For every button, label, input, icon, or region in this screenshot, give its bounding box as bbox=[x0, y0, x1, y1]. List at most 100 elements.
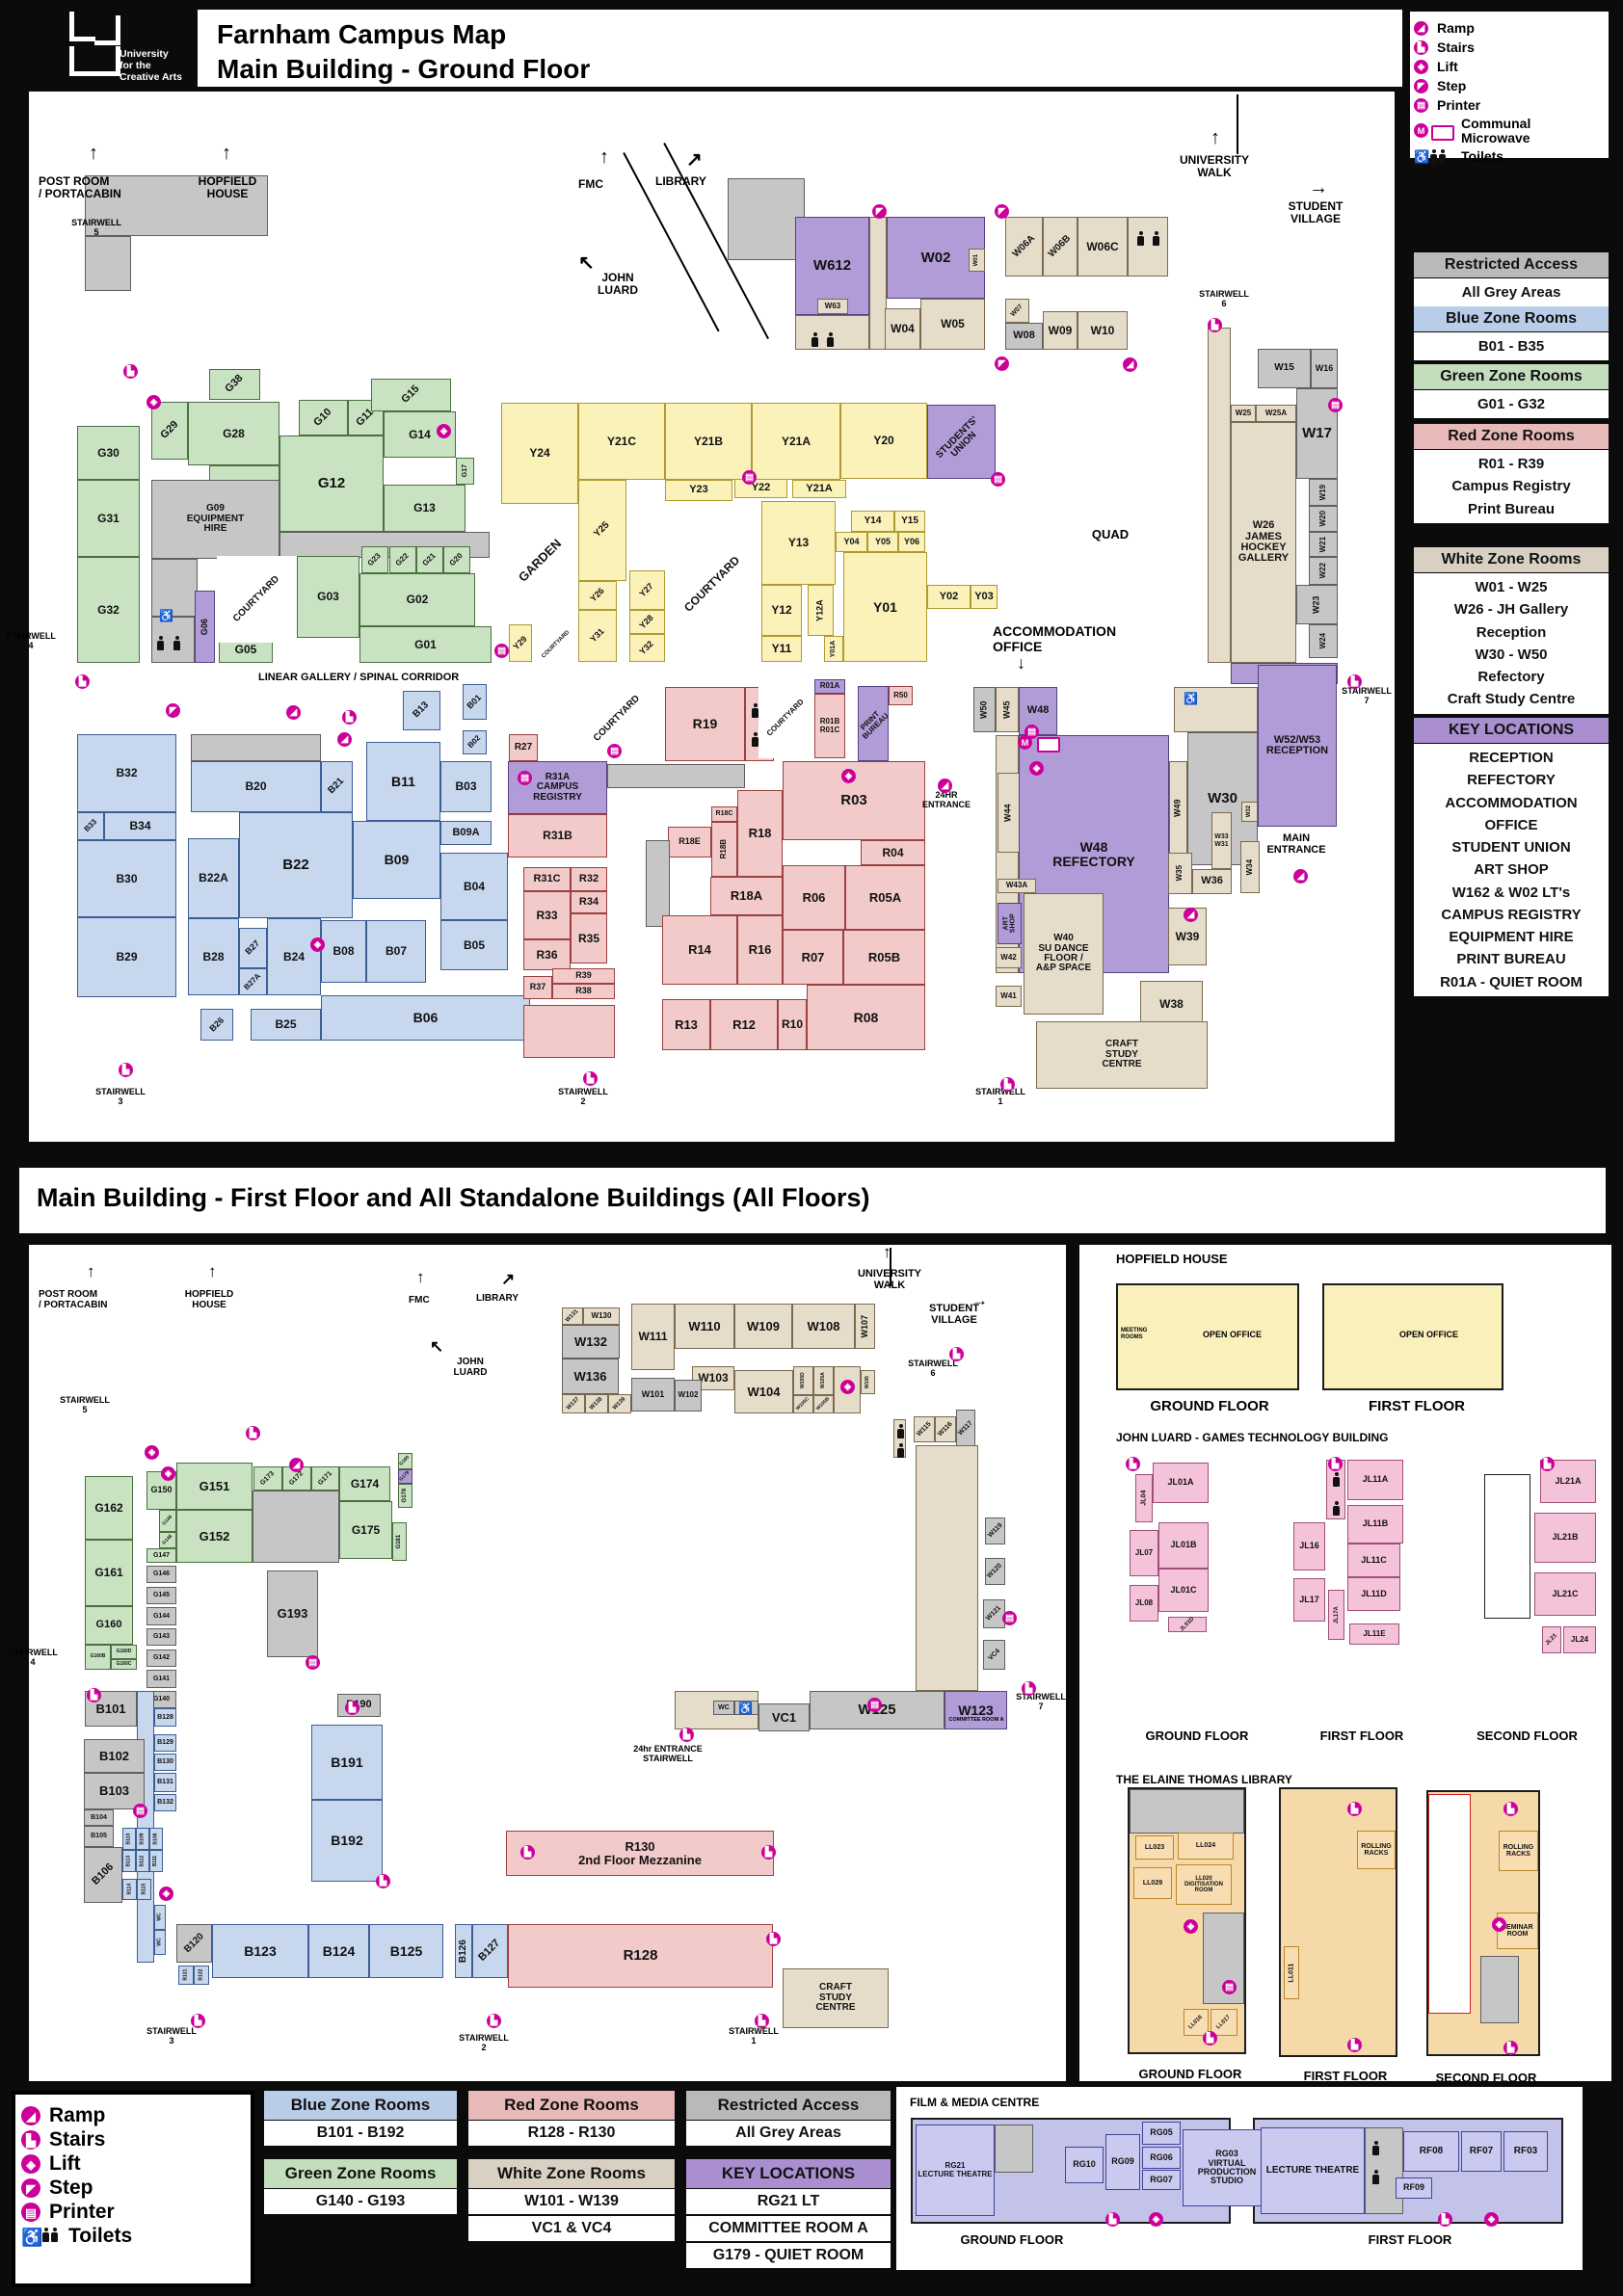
room-label: JL11D bbox=[1361, 1588, 1387, 1598]
stairs-icon: ▙ bbox=[246, 1426, 260, 1440]
room-label: Y27 bbox=[637, 580, 656, 599]
room-b109: B109 bbox=[136, 1828, 149, 1850]
legend-item-ramp: ◢Ramp bbox=[21, 2104, 245, 2126]
room-label: W105D bbox=[799, 1372, 806, 1389]
room-label: G22 bbox=[394, 551, 412, 568]
room-jl16: JL16 bbox=[1293, 1522, 1325, 1570]
printer-icon: ▤ bbox=[494, 644, 509, 658]
room-b113: B113 bbox=[122, 1850, 136, 1872]
sidebar-line: ART SHOP bbox=[1474, 861, 1549, 879]
room-label: B24 bbox=[282, 949, 305, 963]
room-label: W50 bbox=[978, 700, 989, 719]
room-w105b: W105B bbox=[813, 1395, 834, 1413]
room-jl24: JL24 bbox=[1563, 1626, 1596, 1653]
room-label: W130 bbox=[591, 1310, 612, 1320]
sidebar-line: Refectory bbox=[1477, 669, 1545, 685]
room-label: W06B bbox=[1046, 232, 1074, 260]
step-icon: ◤ bbox=[21, 2178, 40, 2199]
room-rf09: RF09 bbox=[1396, 2177, 1432, 2199]
room-w48: W48 bbox=[1019, 687, 1057, 735]
lift-icon: ◈ bbox=[21, 2154, 40, 2175]
room-r50: R50 bbox=[889, 686, 913, 705]
room-label: JL21C bbox=[1552, 1588, 1579, 1598]
room-label: G21 bbox=[421, 551, 439, 568]
room-label: B01 bbox=[465, 692, 484, 711]
sidebar-line: W26 - JH Gallery bbox=[1453, 601, 1569, 619]
room-b05: B05 bbox=[440, 920, 508, 970]
room-g162: G162 bbox=[85, 1476, 133, 1540]
room-w44: W44 bbox=[998, 773, 1020, 853]
room-y04: Y04 bbox=[836, 532, 867, 552]
room-label: LL017 bbox=[1215, 2014, 1233, 2031]
room-w01: W01 bbox=[969, 249, 985, 272]
room-label: W01 bbox=[973, 253, 980, 267]
room-label: W109 bbox=[747, 1318, 780, 1333]
room-label: COURTYARD bbox=[540, 629, 571, 660]
room-label: W32 bbox=[1246, 805, 1253, 818]
room-r07: R07 bbox=[783, 930, 843, 985]
room-label: B113 bbox=[125, 1855, 132, 1867]
room-label: RF08 bbox=[1419, 2145, 1444, 2156]
printer-icon: ▤ bbox=[1328, 398, 1343, 412]
step-icon: ◤ bbox=[995, 356, 1009, 371]
legend-item-stairs: ▙Stairs bbox=[1414, 40, 1605, 56]
room-label: W123 bbox=[958, 1702, 994, 1718]
room-label: G180 bbox=[398, 1454, 412, 1467]
room-rolling: ROLLING RACKS bbox=[1499, 1831, 1538, 1871]
room-label: B124 bbox=[322, 1942, 356, 1959]
room-label: R16 bbox=[748, 942, 772, 958]
room-label: G147 bbox=[152, 1551, 171, 1559]
stairs-icon: ▙ bbox=[583, 1071, 598, 1086]
sidebar-line: G01 - G32 bbox=[1477, 396, 1546, 412]
room-w15: W15 bbox=[1258, 349, 1311, 388]
room-label: LL029 bbox=[1142, 1879, 1163, 1887]
room-g160d: G160D bbox=[111, 1645, 137, 1659]
room-y01a: Y01A bbox=[824, 636, 843, 662]
printer-icon: ▤ bbox=[133, 1804, 147, 1818]
room-label: LL016 bbox=[1187, 2014, 1205, 2031]
room-g160: G160 bbox=[85, 1606, 133, 1645]
bottom-key-line: All Grey Areas bbox=[686, 2121, 891, 2146]
room-label: W105C bbox=[795, 1396, 812, 1412]
room-g142: G142 bbox=[146, 1649, 176, 1667]
room-label: JL01D bbox=[1179, 1616, 1196, 1633]
printer-icon: ▤ bbox=[518, 771, 532, 785]
room-g149: G149 bbox=[159, 1510, 176, 1532]
microwave-icon bbox=[1037, 737, 1060, 752]
room-label: B105 bbox=[91, 1833, 107, 1840]
map-area bbox=[607, 764, 745, 788]
room-y06: Y06 bbox=[898, 532, 925, 552]
room-label: B02 bbox=[466, 733, 483, 751]
room-b09: B09 bbox=[353, 821, 440, 899]
room-label: ROLLING RACKS bbox=[1361, 1842, 1392, 1857]
room-b22: B22 bbox=[239, 812, 353, 918]
room-label: W34 bbox=[1244, 858, 1254, 876]
room-label: R10 bbox=[781, 1017, 803, 1032]
room-label: G01 bbox=[414, 637, 437, 651]
map-label: ↑ bbox=[416, 1268, 425, 1286]
room-label: CRAFT STUDY CENTRE bbox=[1102, 1039, 1142, 1070]
bottom-key-line: G179 - QUIET ROOM bbox=[686, 2243, 891, 2268]
room-label: G175 bbox=[351, 1522, 381, 1537]
room-g151: G151 bbox=[176, 1463, 253, 1510]
toilet-person-icon bbox=[1333, 1472, 1340, 1487]
room-r27: R27 bbox=[509, 734, 538, 761]
sidebar-line: OFFICE bbox=[1484, 816, 1538, 833]
room-rg06: RG06 bbox=[1142, 2147, 1181, 2169]
room-label: RG10 bbox=[1073, 2159, 1096, 2170]
map-label: UNIVERSITY WALK bbox=[846, 1268, 933, 1292]
room-label: B28 bbox=[202, 949, 225, 963]
room-y24: Y24 bbox=[501, 403, 578, 504]
room-rf07: RF07 bbox=[1461, 2131, 1502, 2172]
room-g171: G171 bbox=[311, 1466, 339, 1491]
sidebar-section-header: Green Zone Rooms bbox=[1414, 364, 1609, 389]
room-w23: W23 bbox=[1296, 585, 1338, 624]
map-label: STUDENT VILLAGE bbox=[1288, 199, 1344, 226]
toilet-person-icon bbox=[51, 2228, 58, 2242]
toilet-person-icon bbox=[827, 332, 834, 347]
room-label: W120 bbox=[986, 1562, 1004, 1580]
room-g02: G02 bbox=[359, 573, 475, 626]
ramp-icon: ◢ bbox=[1293, 869, 1308, 884]
room-y12: Y12 bbox=[761, 585, 802, 636]
room-g193: G193 bbox=[267, 1570, 318, 1657]
